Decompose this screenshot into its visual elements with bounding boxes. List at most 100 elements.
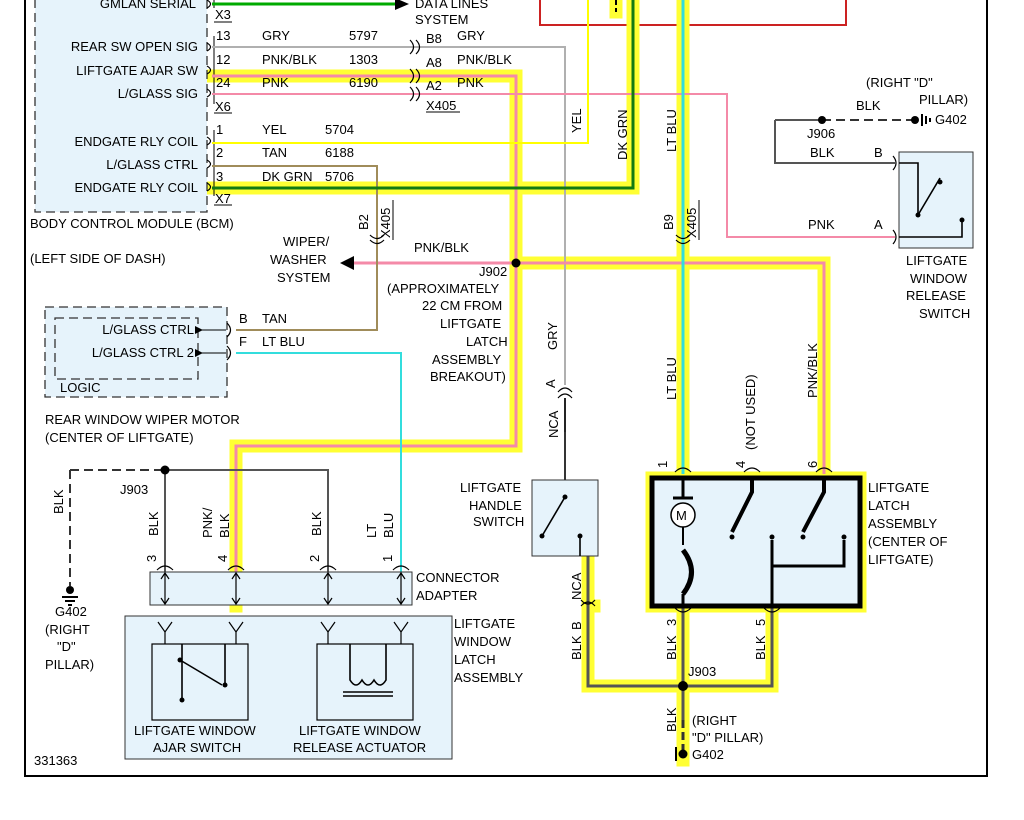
adapter-pin-3: 3 — [144, 555, 159, 562]
circuit-5706: 5706 — [325, 169, 354, 184]
circuit-6188: 6188 — [325, 145, 354, 160]
circuit-5704: 5704 — [325, 122, 354, 137]
x405-pin-a2: A2 — [426, 78, 442, 93]
wire-label-gry: GRY — [545, 322, 560, 350]
x405-pin-b9: B9 — [661, 214, 676, 230]
adapter-wire-blk-3: BLK — [146, 511, 161, 536]
splice-j906-blk: BLK — [810, 145, 835, 160]
wiper-system-line1: WIPER/ — [283, 234, 330, 249]
diagram-frame — [24, 0, 988, 777]
left-ground-blk: BLK — [51, 489, 66, 514]
window-latch-line4: ASSEMBLY — [454, 670, 523, 685]
bottom-ground-blk: BLK — [664, 707, 679, 732]
bottom-ground-loc2: "D" PILLAR) — [692, 730, 763, 745]
liftgate-window-release-switch — [892, 151, 974, 249]
bcm-pin-1: 1 — [216, 122, 223, 137]
splice-j903-left-label: J903 — [120, 482, 148, 497]
wire-color-yel: YEL — [262, 122, 287, 137]
wire-label-lt-blu: LT BLU — [664, 357, 679, 400]
top-module-frame — [539, 0, 847, 26]
bcm-pin-rear-sw-open-sig: REAR SW OPEN SIG — [71, 39, 198, 54]
latch-pin-1: 1 — [655, 461, 670, 468]
splice-j902-label: J902 — [479, 264, 507, 279]
wiper-pin-f: F — [239, 334, 247, 349]
wiper-system-line2: WASHER — [270, 252, 327, 267]
wire-color-pnk: PNK — [262, 75, 289, 90]
j902-note-3: LIFTGATE — [440, 316, 501, 331]
latch-assembly-line1: LIFTGATE — [868, 480, 929, 495]
wire-label-lt-blu-wiper: LT BLU — [262, 334, 305, 349]
data-lines-label-2: SYSTEM — [415, 12, 468, 27]
window-latch-ajar-2: AJAR SWITCH — [153, 740, 241, 755]
wiper-system-arrow-icon — [340, 256, 354, 270]
x405-pin-b8: B8 — [426, 31, 442, 46]
bcm-pin-liftgate-ajar-sw: LIFTGATE AJAR SW — [76, 63, 199, 78]
ground-g402-bottom-icon — [675, 747, 688, 761]
right-pillar-top-line1: (RIGHT "D" — [866, 75, 933, 90]
switch-pin-b: B — [874, 145, 883, 160]
x405-pin-b2: B2 — [356, 214, 371, 230]
right-pillar-top-line2: PILLAR) — [919, 92, 968, 107]
wire-color-pnk-blk: PNK/BLK — [262, 52, 317, 67]
handle-switch-pin-a: A — [543, 379, 558, 388]
data-lines-arrow-icon — [395, 0, 409, 10]
wire-color-tan: TAN — [262, 145, 287, 160]
bcm-pin-2: 2 — [216, 145, 223, 160]
right-pillar-top-blk: BLK — [856, 98, 881, 113]
x405-color-gry: GRY — [457, 28, 485, 43]
wire-label-dk-grn: DK GRN — [615, 109, 630, 160]
wiper-pin-b: B — [239, 311, 248, 326]
bcm-pin-3: 3 — [216, 169, 223, 184]
x405-name-b2: X405 — [378, 208, 393, 238]
ground-g402-top-icon — [911, 114, 931, 126]
latch-blk-3: BLK — [664, 635, 679, 660]
wiper-logic-label: LOGIC — [60, 380, 100, 395]
handle-switch-line1: LIFTGATE — [460, 480, 521, 495]
bcm-pin-24: 24 — [216, 75, 230, 90]
circuit-6190: 6190 — [349, 75, 378, 90]
latch-assembly-line2: LATCH — [868, 498, 910, 513]
data-lines-label-1: DATA LINES — [415, 0, 489, 11]
j902-note-4: LATCH — [466, 334, 508, 349]
splice-j902 — [511, 258, 521, 268]
window-latch-line2: WINDOW — [454, 634, 512, 649]
handle-switch-nca-top: NCA — [546, 410, 561, 438]
handle-switch-nca-bottom: NCA — [569, 572, 584, 600]
connector-adapter-line2: ADAPTER — [416, 588, 477, 603]
j902-note-2: 22 CM FROM — [422, 298, 502, 313]
x405-color-pnk-blk: PNK/BLK — [457, 52, 512, 67]
connector-adapter — [149, 565, 413, 606]
latch-pin-4: 4 — [733, 461, 748, 468]
left-ground-loc3: PILLAR) — [45, 657, 94, 672]
bcm-pin-lglass-ctrl: L/GLASS CTRL — [106, 157, 198, 172]
window-latch-line3: LATCH — [454, 652, 496, 667]
body-control-module: GMLAN SERIAL REAR SW OPEN SIG LIFTGATE A… — [30, 0, 234, 266]
window-latch-rel-2: RELEASE ACTUATOR — [293, 740, 426, 755]
splice-j906-label: J906 — [807, 126, 835, 141]
wiper-pin-lglass-ctrl-2: L/GLASS CTRL 2 — [92, 345, 194, 360]
circuit-1303: 1303 — [349, 52, 378, 67]
release-switch-line1: LIFTGATE — [906, 253, 967, 268]
ground-g402-top-label: G402 — [935, 112, 967, 127]
bcm-connector-x3: X3 — [215, 7, 231, 22]
bottom-ground-g402: G402 — [692, 747, 724, 762]
latch-assembly-line4: (CENTER OF — [868, 534, 948, 549]
handle-switch-blk: BLK — [569, 635, 584, 660]
connector-adapter-line1: CONNECTOR — [416, 570, 500, 585]
wires — [69, 0, 915, 752]
window-latch-line1: LIFTGATE — [454, 616, 515, 631]
latch-assembly-line3: ASSEMBLY — [868, 516, 937, 531]
release-switch-line4: SWITCH — [919, 306, 970, 321]
adapter-pin-2: 2 — [307, 555, 322, 562]
handle-switch-line3: SWITCH — [473, 514, 524, 529]
wire-color-dk-grn: DK GRN — [262, 169, 313, 184]
window-latch-rel-1: LIFTGATE WINDOW — [299, 723, 422, 738]
wiper-pin-lglass-ctrl: L/GLASS CTRL — [102, 322, 194, 337]
x405-pin-a8: A8 — [426, 55, 442, 70]
bcm-connector-x7: X7 — [215, 191, 231, 206]
handle-switch-line2: HANDLE — [469, 498, 522, 513]
wire-label-not-used: (NOT USED) — [743, 374, 758, 450]
adapter-wire-pnk-split2: BLK — [217, 513, 232, 538]
bcm-pin-12: 12 — [216, 52, 230, 67]
j902-note-5: ASSEMBLY — [432, 352, 501, 367]
